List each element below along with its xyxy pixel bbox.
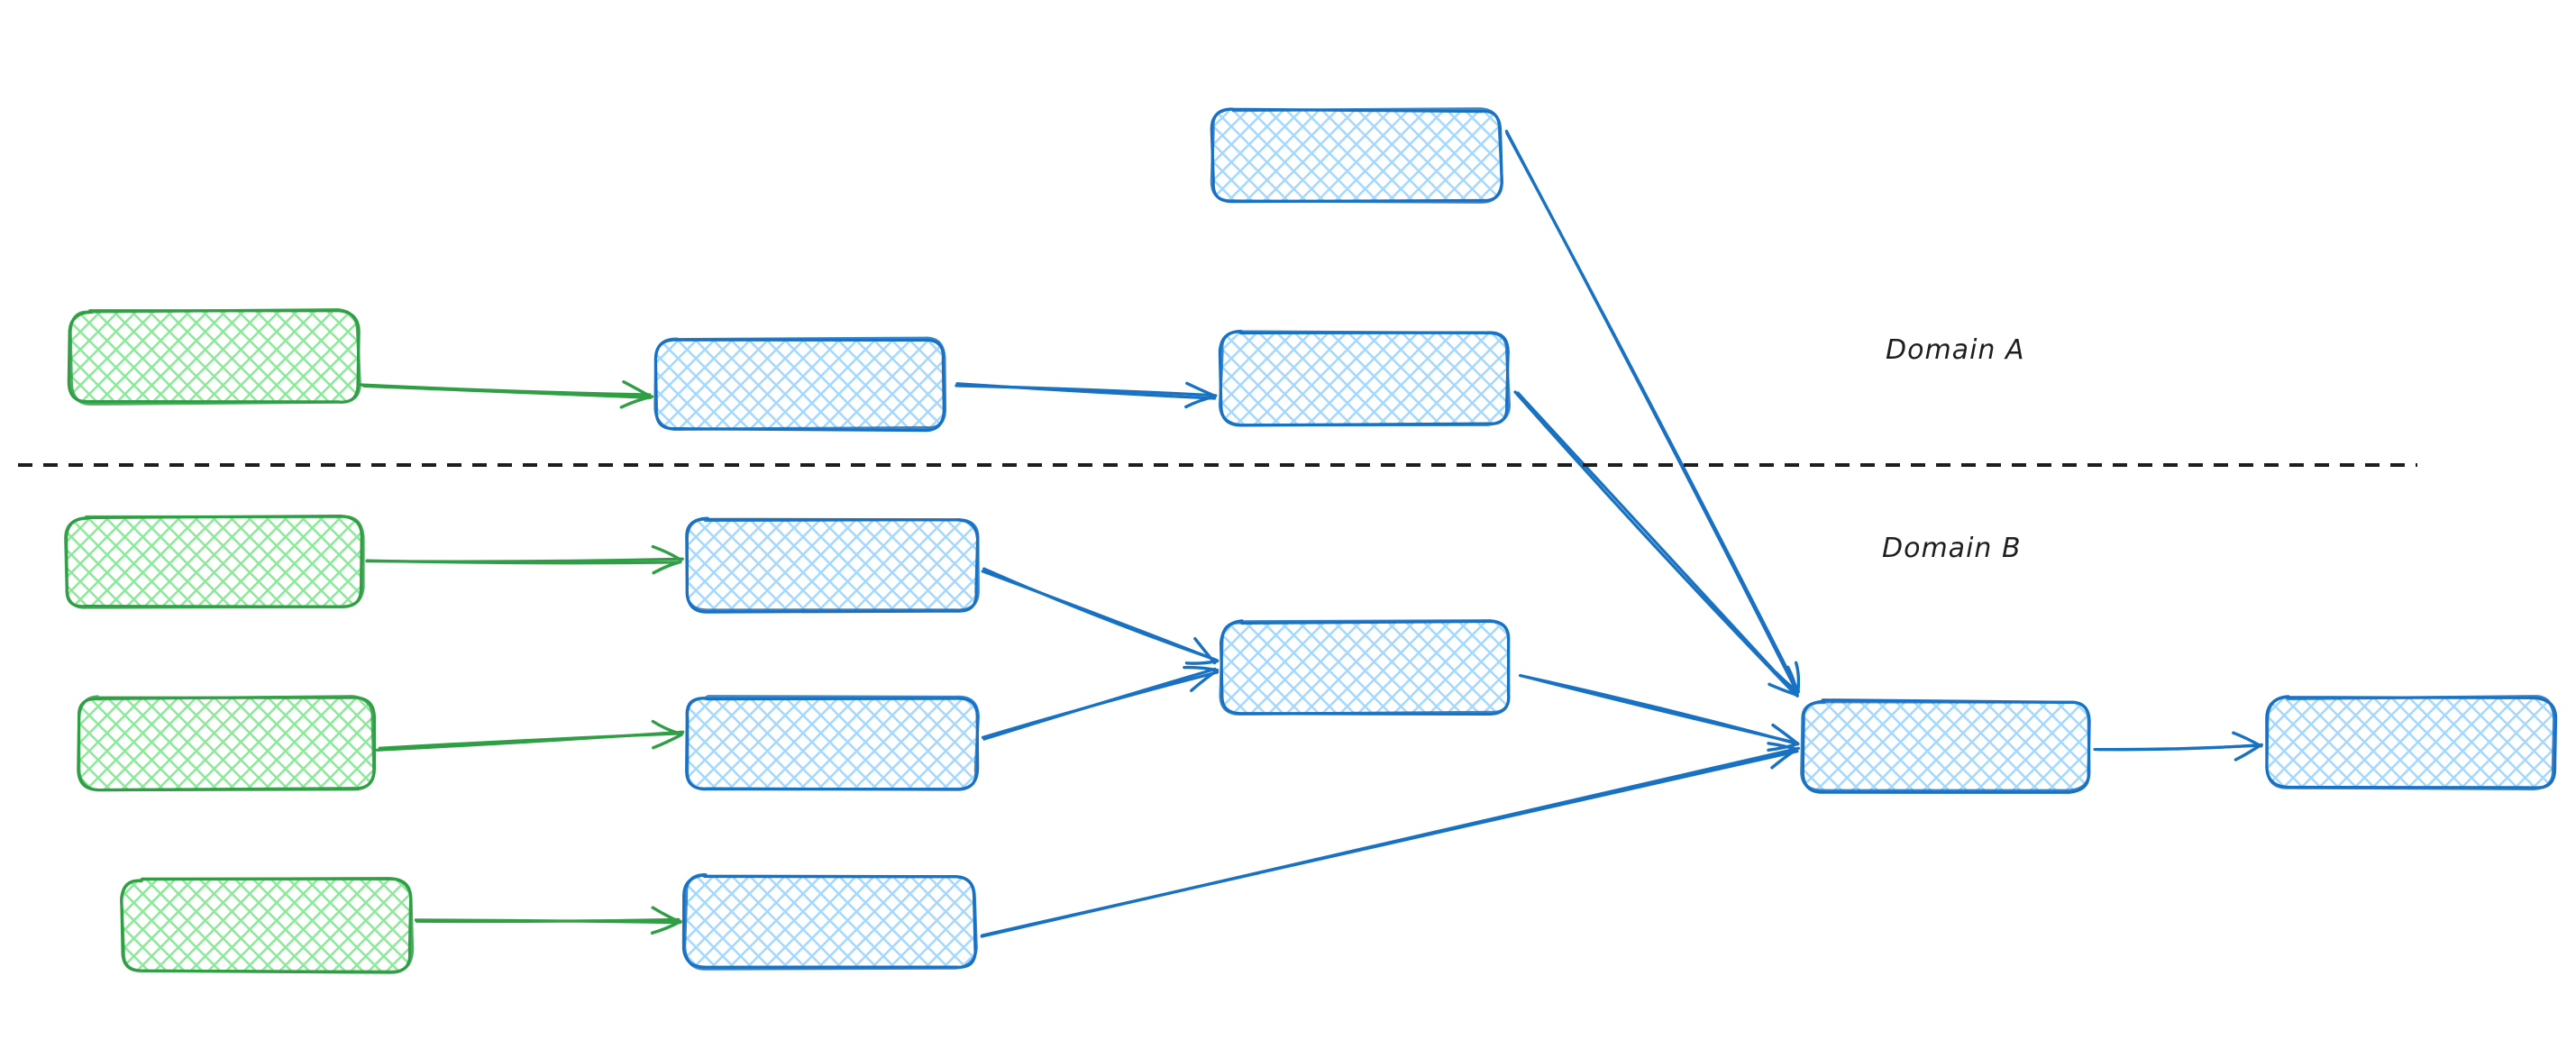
domain-b-label: Domain B — [1882, 533, 2022, 564]
edge-b-agg-1-to-b-hub — [1518, 673, 1800, 753]
edge-b-src-3-to-b-mid-3 — [414, 906, 682, 935]
edge-a-mid-1-to-a-right-1 — [955, 381, 1218, 409]
edge-b-src-1-to-b-mid-1 — [365, 544, 684, 575]
node-b-hub[interactable] — [1800, 698, 2091, 794]
domain-a-label: Domain A — [1886, 334, 2025, 366]
edge-b-hub-to-b-out — [2093, 731, 2263, 762]
node-a-src-1[interactable] — [67, 308, 361, 406]
node-b-mid-1[interactable] — [685, 516, 980, 614]
edge-a-right-1-to-b-hub — [1513, 390, 1799, 698]
edge-b-mid-3-to-b-hub — [980, 742, 1801, 938]
node-a-right-1[interactable] — [1218, 329, 1512, 427]
edge-b-src-2-to-b-mid-2 — [375, 719, 685, 752]
node-b-agg-1[interactable] — [1219, 619, 1511, 716]
node-a-top-1[interactable] — [1210, 107, 1503, 204]
edge-b-mid-2-to-b-agg-1 — [981, 665, 1219, 741]
edge-b-mid-1-to-b-agg-1 — [981, 567, 1219, 665]
node-b-out[interactable] — [2265, 695, 2558, 790]
node-b-mid-2[interactable] — [685, 695, 980, 791]
node-layer — [64, 107, 2558, 974]
edge-a-src-1-to-a-mid-1 — [359, 380, 654, 409]
edge-a-top-1-to-b-hub — [1504, 129, 1801, 695]
node-b-src-2[interactable] — [77, 695, 376, 792]
node-b-src-1[interactable] — [64, 515, 365, 609]
node-b-src-3[interactable] — [120, 877, 415, 974]
node-a-mid-1[interactable] — [653, 336, 947, 433]
edge-layer — [359, 129, 2263, 938]
node-b-mid-3[interactable] — [681, 872, 978, 971]
